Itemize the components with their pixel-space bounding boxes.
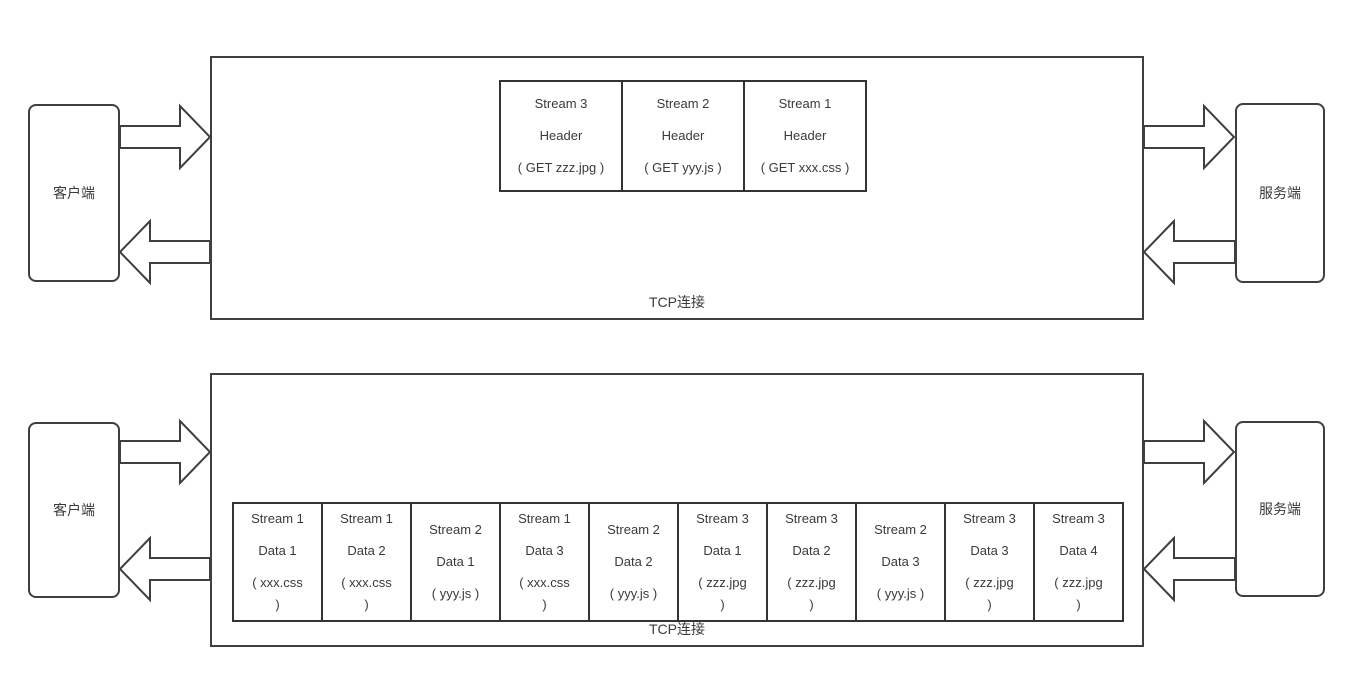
- frame-payload: ( yyy.js ): [609, 586, 658, 601]
- server-label: 服务端: [1259, 185, 1301, 201]
- frame-box-stream2-data2: Stream 2 Data 2 ( yyy.js ): [588, 502, 679, 622]
- frame-stream: Stream 2: [656, 96, 710, 111]
- frame-payload: ( zzz.jpg ): [698, 575, 747, 612]
- frame-box-stream1-data2: Stream 1 Data 2 ( xxx.css ): [321, 502, 412, 622]
- frame-box-stream3-data4: Stream 3 Data 4 ( zzz.jpg ): [1033, 502, 1124, 622]
- frame-box-stream3-header: Stream 3 Header ( GET zzz.jpg ): [499, 80, 623, 192]
- frame-box-stream1-data3: Stream 1 Data 3 ( xxx.css ): [499, 502, 590, 622]
- tcp-connection-label: TCP连接: [649, 621, 705, 637]
- frame-box-stream2-data1: Stream 2 Data 1 ( yyy.js ): [410, 502, 501, 622]
- arrow-right-icon: [119, 418, 212, 486]
- client-label: 客户端: [53, 185, 95, 201]
- frame-kind: Data 2: [792, 543, 831, 558]
- frame-stream: Stream 2: [607, 522, 660, 537]
- frame-payload: ( GET yyy.js ): [644, 160, 722, 175]
- frame-kind: Data 2: [614, 554, 653, 569]
- frame-stream: Stream 1: [778, 96, 832, 111]
- frame-kind: Header: [539, 128, 583, 143]
- frame-payload: ( zzz.jpg ): [787, 575, 836, 612]
- frame-stream: Stream 3: [534, 96, 588, 111]
- frame-box-stream1-header: Stream 1 Header ( GET xxx.css ): [743, 80, 867, 192]
- frame-payload: ( xxx.css ): [519, 575, 570, 612]
- frame-stream: Stream 3: [696, 511, 749, 526]
- frame-stream: Stream 1: [518, 511, 571, 526]
- frame-stream: Stream 1: [340, 511, 393, 526]
- frame-kind: Data 3: [525, 543, 564, 558]
- arrow-left-icon: [118, 535, 211, 603]
- frame-payload: ( zzz.jpg ): [965, 575, 1014, 612]
- header-frames-row: Stream 3 Header ( GET zzz.jpg ) Stream 2…: [499, 80, 867, 192]
- frame-stream: Stream 1: [251, 511, 304, 526]
- frame-kind: Data 2: [347, 543, 386, 558]
- frame-stream: Stream 3: [785, 511, 838, 526]
- arrow-right-icon: [1143, 418, 1236, 486]
- client-box-bottom: 客户端: [28, 422, 120, 598]
- frame-box-stream3-data2: Stream 3 Data 2 ( zzz.jpg ): [766, 502, 857, 622]
- arrow-left-icon: [118, 218, 211, 286]
- frame-box-stream1-data1: Stream 1 Data 1 ( xxx.css ): [232, 502, 323, 622]
- frame-box-stream2-header: Stream 2 Header ( GET yyy.js ): [621, 80, 745, 192]
- frame-payload: ( yyy.js ): [876, 586, 925, 601]
- frame-kind: Data 1: [703, 543, 742, 558]
- frame-payload: ( xxx.css ): [341, 575, 392, 612]
- server-box-top: 服务端: [1235, 103, 1325, 283]
- frame-kind: Data 3: [881, 554, 920, 569]
- tcp-connection-label: TCP连接: [649, 294, 705, 310]
- frame-payload: ( GET xxx.css ): [760, 160, 850, 175]
- arrow-right-icon: [1143, 103, 1236, 171]
- data-frames-row: Stream 1 Data 1 ( xxx.css ) Stream 1 Dat…: [232, 502, 1124, 622]
- frame-kind: Data 3: [970, 543, 1009, 558]
- frame-payload: ( xxx.css ): [252, 575, 303, 612]
- frame-kind: Data 1: [258, 543, 297, 558]
- frame-kind: Data 1: [436, 554, 475, 569]
- frame-kind: Data 4: [1059, 543, 1098, 558]
- frame-stream: Stream 3: [963, 511, 1016, 526]
- server-label: 服务端: [1259, 501, 1301, 517]
- frame-payload: ( GET zzz.jpg ): [517, 160, 605, 175]
- frame-box-stream3-data3: Stream 3 Data 3 ( zzz.jpg ): [944, 502, 1035, 622]
- frame-stream: Stream 2: [429, 522, 482, 537]
- frame-kind: Header: [783, 128, 827, 143]
- frame-box-stream3-data1: Stream 3 Data 1 ( zzz.jpg ): [677, 502, 768, 622]
- arrow-left-icon: [1142, 218, 1236, 286]
- frame-payload: ( zzz.jpg ): [1054, 575, 1103, 612]
- frame-box-stream2-data3: Stream 2 Data 3 ( yyy.js ): [855, 502, 946, 622]
- frame-stream: Stream 3: [1052, 511, 1105, 526]
- server-box-bottom: 服务端: [1235, 421, 1325, 597]
- frame-payload: ( yyy.js ): [431, 586, 480, 601]
- client-label: 客户端: [53, 502, 95, 518]
- arrow-left-icon: [1142, 535, 1236, 603]
- client-box-top: 客户端: [28, 104, 120, 282]
- frame-kind: Header: [661, 128, 705, 143]
- arrow-right-icon: [119, 103, 212, 171]
- frame-stream: Stream 2: [874, 522, 927, 537]
